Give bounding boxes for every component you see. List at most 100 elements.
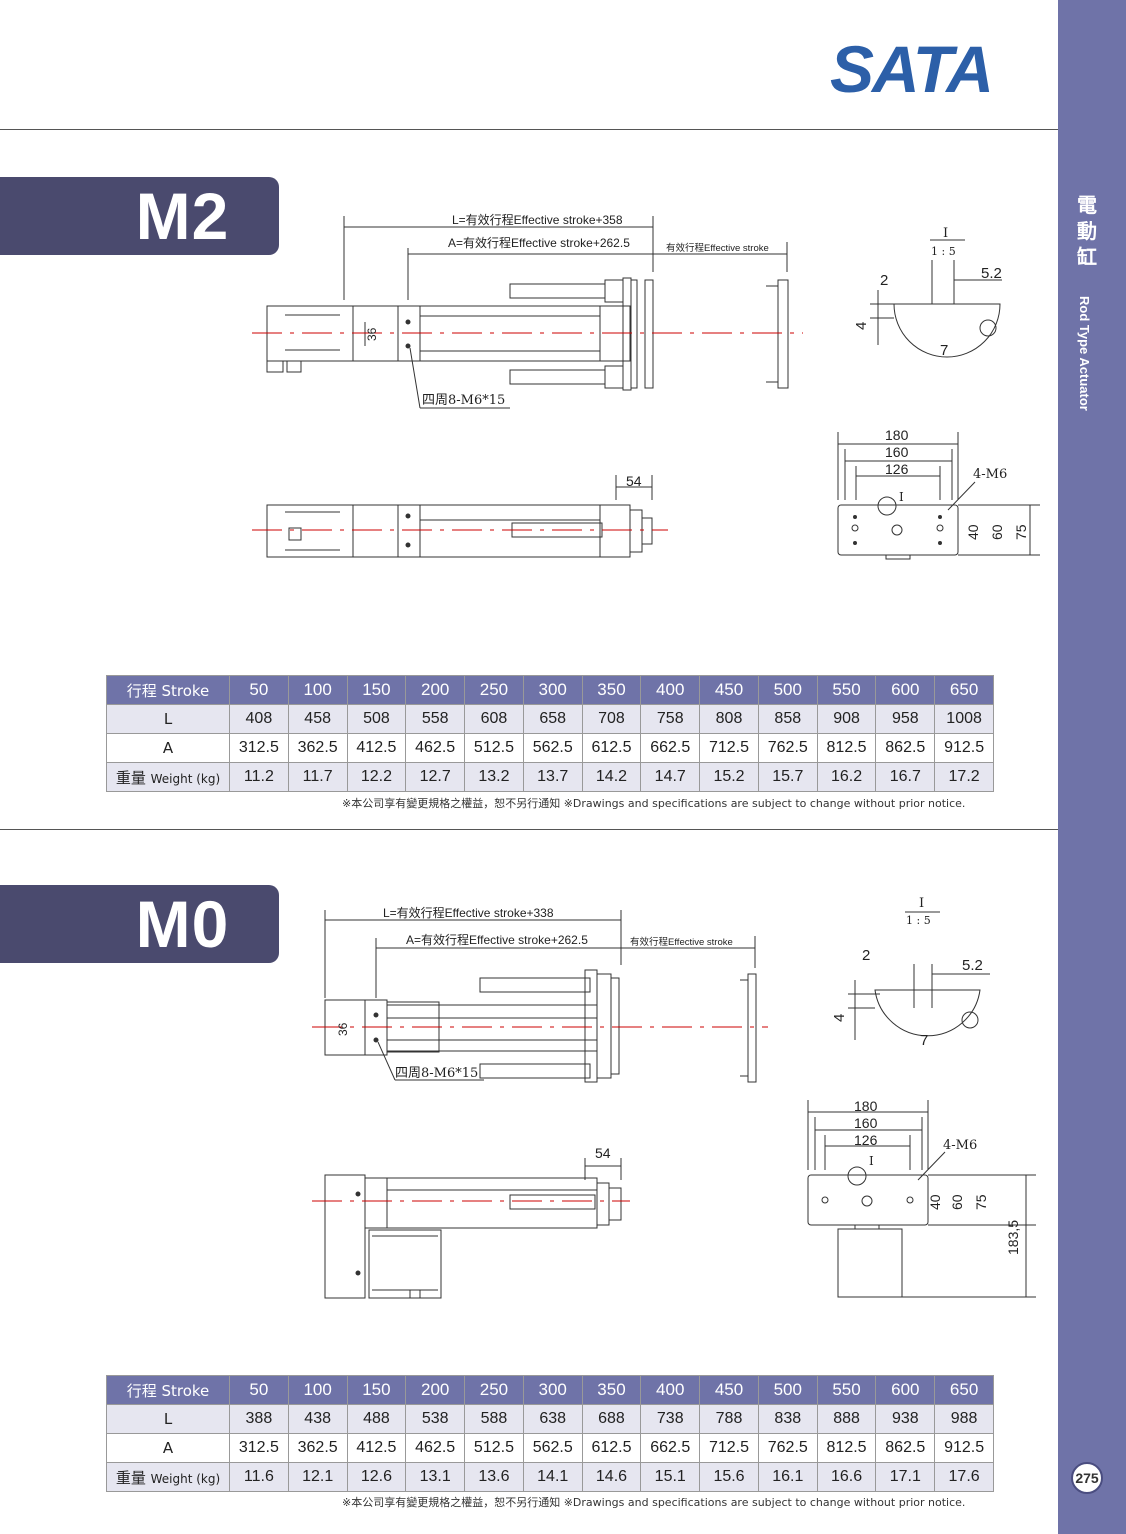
m2-l-value: 658 xyxy=(522,704,583,734)
m2-stroke: 300 xyxy=(522,675,583,705)
m2-detail-scale: 1 : 5 xyxy=(931,245,956,258)
m0-stroke: 650 xyxy=(934,1375,994,1405)
m0-l-value: 938 xyxy=(875,1404,936,1434)
m0-flange-dim-40: 40 xyxy=(927,1194,943,1210)
m0-a-value: 412.5 xyxy=(346,1433,407,1463)
m0-l-value: 738 xyxy=(640,1404,701,1434)
m0-flange-detail-label: I xyxy=(869,1154,874,1168)
m2-detail-dim-2: 2 xyxy=(880,272,888,289)
m2-detail-dim-7: 7 xyxy=(940,342,948,359)
m0-a-value: 662.5 xyxy=(640,1433,701,1463)
m2-weight-value: 13.7 xyxy=(522,762,583,792)
sata-logo: SATA xyxy=(830,36,994,98)
m2-l-value: 408 xyxy=(229,704,289,734)
m0-stroke: 400 xyxy=(640,1375,701,1405)
m0-weight-label-en: Weight (kg) xyxy=(150,1471,221,1486)
m2-a-value: 712.5 xyxy=(699,733,759,763)
m0-a-value: 612.5 xyxy=(581,1433,642,1463)
m0-detail-label: I xyxy=(919,896,924,911)
m0-row-weight: 重量 Weight (kg) 11.6 12.1 12.6 13.1 13.6 … xyxy=(106,1462,994,1492)
m2-detail-label: I xyxy=(943,226,948,241)
m0-dim-a: A=有效行程Effective stroke+262.5 xyxy=(406,932,588,947)
logo-text: SATA xyxy=(830,36,992,98)
m2-stroke: 150 xyxy=(346,675,407,705)
m0-weight-value: 16.6 xyxy=(816,1462,877,1492)
m2-stroke: 450 xyxy=(699,675,759,705)
m0-weight-value: 14.1 xyxy=(522,1462,583,1492)
m2-l-value: 858 xyxy=(757,704,818,734)
m0-flange-dim-60: 60 xyxy=(949,1194,965,1210)
sidebar xyxy=(1058,0,1126,1534)
m0-l-value: 538 xyxy=(405,1404,466,1434)
m2-weight-value: 15.2 xyxy=(699,762,759,792)
m0-flange-dim-1835: 183,5 xyxy=(1005,1220,1021,1255)
m0-dim-36: 36 xyxy=(336,1022,350,1036)
m0-stroke-header: 行程 Stroke xyxy=(106,1375,230,1405)
m2-a-value: 762.5 xyxy=(757,733,818,763)
m0-detail-dim-52: 5.2 xyxy=(962,957,983,974)
m2-l-value: 608 xyxy=(464,704,524,734)
section-rule xyxy=(0,829,1058,830)
m2-l-value: 708 xyxy=(581,704,642,734)
m2-weight-value: 15.7 xyxy=(757,762,818,792)
m2-weight-value: 12.2 xyxy=(346,762,407,792)
m2-flange-dim-160: 160 xyxy=(885,444,909,460)
m0-a-value: 912.5 xyxy=(934,1433,994,1463)
m2-weight-value: 16.2 xyxy=(816,762,877,792)
m2-l-value: 458 xyxy=(287,704,348,734)
m0-stroke: 600 xyxy=(875,1375,936,1405)
m2-stroke: 250 xyxy=(464,675,524,705)
m2-a-value: 612.5 xyxy=(581,733,642,763)
m2-stroke: 200 xyxy=(405,675,466,705)
m2-row-l: L 408 458 508 558 608 658 708 758 808 85… xyxy=(106,704,994,734)
m0-a-value: 762.5 xyxy=(757,1433,818,1463)
m2-l-value: 808 xyxy=(699,704,759,734)
m2-a-value: 462.5 xyxy=(405,733,466,763)
m2-l-value: 508 xyxy=(346,704,407,734)
m2-dim-l: L=有效行程Effective stroke+358 xyxy=(452,212,623,227)
m0-l-value: 888 xyxy=(816,1404,877,1434)
m0-flange-dim-180: 180 xyxy=(854,1098,878,1114)
m0-weight-value: 13.1 xyxy=(405,1462,466,1492)
m0-a-value: 312.5 xyxy=(229,1433,289,1463)
m2-weight-value: 11.2 xyxy=(229,762,289,792)
m2-stroke: 550 xyxy=(816,675,877,705)
m0-weight-value: 16.1 xyxy=(757,1462,818,1492)
m0-l-value: 588 xyxy=(464,1404,524,1434)
m2-weight-value: 11.7 xyxy=(287,762,348,792)
m2-a-value: 912.5 xyxy=(934,733,994,763)
m2-weight-value: 17.2 xyxy=(934,762,994,792)
m0-l-value: 688 xyxy=(581,1404,642,1434)
m2-a-value: 812.5 xyxy=(816,733,877,763)
m0-weight-value: 12.1 xyxy=(287,1462,348,1492)
m2-table-header-row: 行程 Stroke 50 100 150 200 250 300 350 400… xyxy=(106,675,994,705)
m0-row-a-label: A xyxy=(106,1433,230,1463)
page-number: 275 xyxy=(1071,1462,1103,1494)
m2-weight-value: 14.7 xyxy=(640,762,701,792)
m0-holes-note: 四周8-M6*15 xyxy=(395,1066,478,1081)
m2-detail-dim-4: 4 xyxy=(853,322,870,330)
m2-a-value: 662.5 xyxy=(640,733,701,763)
m0-row-l-label: L xyxy=(106,1404,230,1434)
m2-l-value: 1008 xyxy=(934,704,994,734)
m0-technical-drawing: L=有效行程Effective stroke+338 A=有效行程Effecti… xyxy=(312,896,1036,1299)
m0-l-value: 638 xyxy=(522,1404,583,1434)
m2-stroke: 600 xyxy=(875,675,936,705)
m0-stroke: 450 xyxy=(699,1375,759,1405)
m0-flange-dim-4m6: 4-M6 xyxy=(943,1138,977,1153)
m0-stroke: 150 xyxy=(346,1375,407,1405)
m2-l-value: 758 xyxy=(640,704,701,734)
m0-row-a: A 312.5 362.5 412.5 462.5 512.5 562.5 61… xyxy=(106,1433,994,1463)
m0-row-weight-label: 重量 Weight (kg) xyxy=(106,1462,230,1492)
m0-a-value: 712.5 xyxy=(699,1433,759,1463)
m0-l-value: 488 xyxy=(346,1404,407,1434)
m0-stroke: 50 xyxy=(229,1375,289,1405)
m2-stroke: 400 xyxy=(640,675,701,705)
m0-stroke: 350 xyxy=(581,1375,642,1405)
m2-a-value: 562.5 xyxy=(522,733,583,763)
m0-weight-value: 17.6 xyxy=(934,1462,994,1492)
m0-l-value: 438 xyxy=(287,1404,348,1434)
m0-weight-value: 12.6 xyxy=(346,1462,407,1492)
m0-weight-value: 14.6 xyxy=(581,1462,642,1492)
m2-weight-value: 13.2 xyxy=(464,762,524,792)
